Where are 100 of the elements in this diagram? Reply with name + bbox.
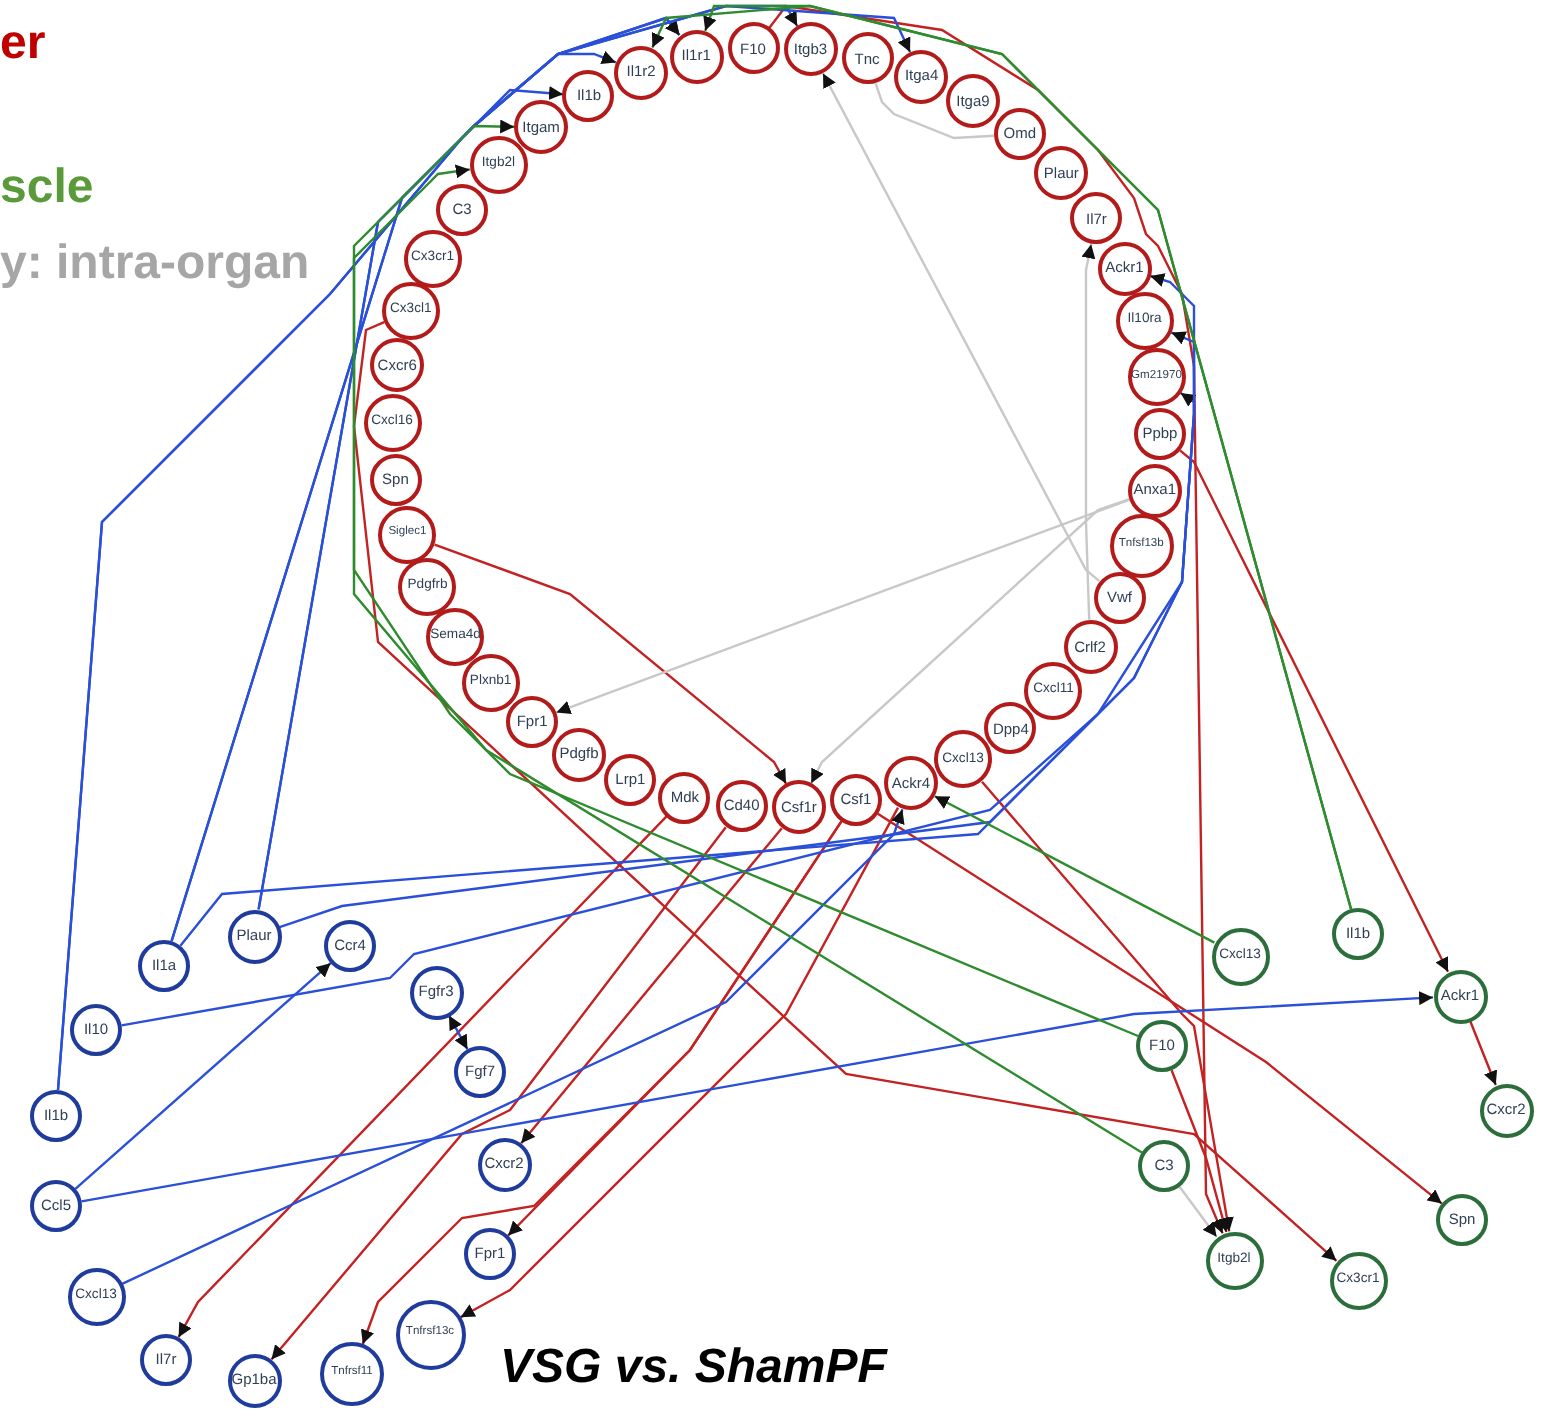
arrow <box>981 781 1234 1232</box>
arrow <box>179 273 1196 947</box>
gene-node <box>984 702 1037 755</box>
arrow <box>81 991 1434 1203</box>
gene-node <box>715 780 768 833</box>
gene-node <box>320 1342 384 1406</box>
gene-node <box>1332 908 1384 960</box>
arrow <box>352 321 1338 1262</box>
gene-node <box>464 1228 516 1280</box>
arrow <box>1081 243 1096 620</box>
gene-node <box>993 108 1046 161</box>
arrow <box>877 812 1443 1205</box>
arrow <box>520 827 783 1144</box>
gene-node <box>435 183 488 236</box>
gene-node <box>461 653 520 712</box>
arrow <box>121 809 905 1285</box>
arrow <box>821 72 1101 583</box>
gene-node <box>1433 969 1487 1023</box>
gene-node <box>1205 1231 1263 1289</box>
arrow <box>121 331 1196 1027</box>
gene-node <box>1070 192 1123 245</box>
gene-node <box>934 730 992 789</box>
gene-node <box>669 29 724 84</box>
gene-node <box>381 281 440 340</box>
arrow <box>361 820 843 1345</box>
gene-node <box>454 1046 506 1098</box>
arrow <box>177 814 668 1338</box>
arrow <box>56 86 564 1091</box>
gene-node <box>514 100 569 155</box>
gene-node <box>477 1137 531 1191</box>
gene-node <box>1093 571 1146 624</box>
gene-node <box>562 70 615 123</box>
gene-node <box>658 771 711 824</box>
gene-node <box>1097 241 1152 296</box>
gene-node <box>783 22 838 77</box>
gene-node <box>1115 292 1174 351</box>
arrow <box>270 826 727 1361</box>
gene-node <box>30 1180 82 1232</box>
gene-node <box>140 1334 192 1386</box>
legend-entry: y: intra-organ <box>0 236 310 292</box>
gene-node <box>604 753 657 806</box>
legend-entry: scle <box>0 160 94 216</box>
gene-node <box>370 338 425 393</box>
gene-node <box>398 558 457 617</box>
gene-node <box>506 695 559 748</box>
diagram-title: VSG vs. ShamPF <box>500 1340 887 1396</box>
gene-node <box>378 505 437 564</box>
gene-node <box>324 920 376 972</box>
gene-node <box>841 32 894 85</box>
arrow <box>460 807 900 1319</box>
arrow <box>556 498 1130 715</box>
gene-node <box>1133 407 1186 460</box>
arrow <box>1179 449 1450 973</box>
gene-node <box>369 453 422 505</box>
arrow <box>934 795 1215 944</box>
gene-node <box>469 136 528 195</box>
gene-node <box>1436 1194 1488 1246</box>
gene-node <box>614 45 669 100</box>
gene-node <box>829 773 882 826</box>
arrow <box>1170 1069 1230 1233</box>
gene-node <box>363 393 422 452</box>
gene-node <box>1063 619 1117 674</box>
gene-node <box>945 74 1000 129</box>
gene-node <box>67 1267 125 1325</box>
gene-node <box>727 22 780 75</box>
arrow <box>810 498 1130 784</box>
gene-node <box>138 940 190 992</box>
gene-node <box>1136 1020 1188 1072</box>
gene-node <box>70 1004 122 1056</box>
gene-node <box>227 1353 281 1407</box>
gene-node <box>1479 1083 1533 1137</box>
gene-node <box>771 780 826 835</box>
gene-node <box>1127 463 1182 518</box>
gene-node <box>1211 927 1269 985</box>
gene-node <box>1034 146 1089 201</box>
arrow <box>434 543 788 785</box>
gene-node <box>894 49 949 104</box>
gene-node <box>227 909 281 963</box>
arrow <box>1178 1186 1218 1238</box>
arrow <box>279 392 1197 929</box>
gene-node <box>30 1090 82 1142</box>
arrow <box>74 962 332 1190</box>
arrow <box>768 4 1224 1234</box>
arrow <box>352 119 1139 1038</box>
gene-node <box>1329 1251 1387 1309</box>
gene-node <box>1109 513 1174 578</box>
gene-node <box>552 727 607 782</box>
gene-node <box>403 229 462 287</box>
gene-node <box>426 608 485 667</box>
arrow <box>447 1015 469 1050</box>
gene-node <box>1024 661 1083 720</box>
legend-entry: er <box>0 16 46 72</box>
arrow <box>352 164 1143 1154</box>
gene-node <box>883 756 938 811</box>
arrow <box>1469 1020 1498 1086</box>
gene-node <box>1138 1140 1190 1192</box>
gene-node <box>395 1299 465 1369</box>
arrow <box>170 50 617 942</box>
arrow <box>257 4 912 910</box>
gene-node <box>409 965 463 1019</box>
